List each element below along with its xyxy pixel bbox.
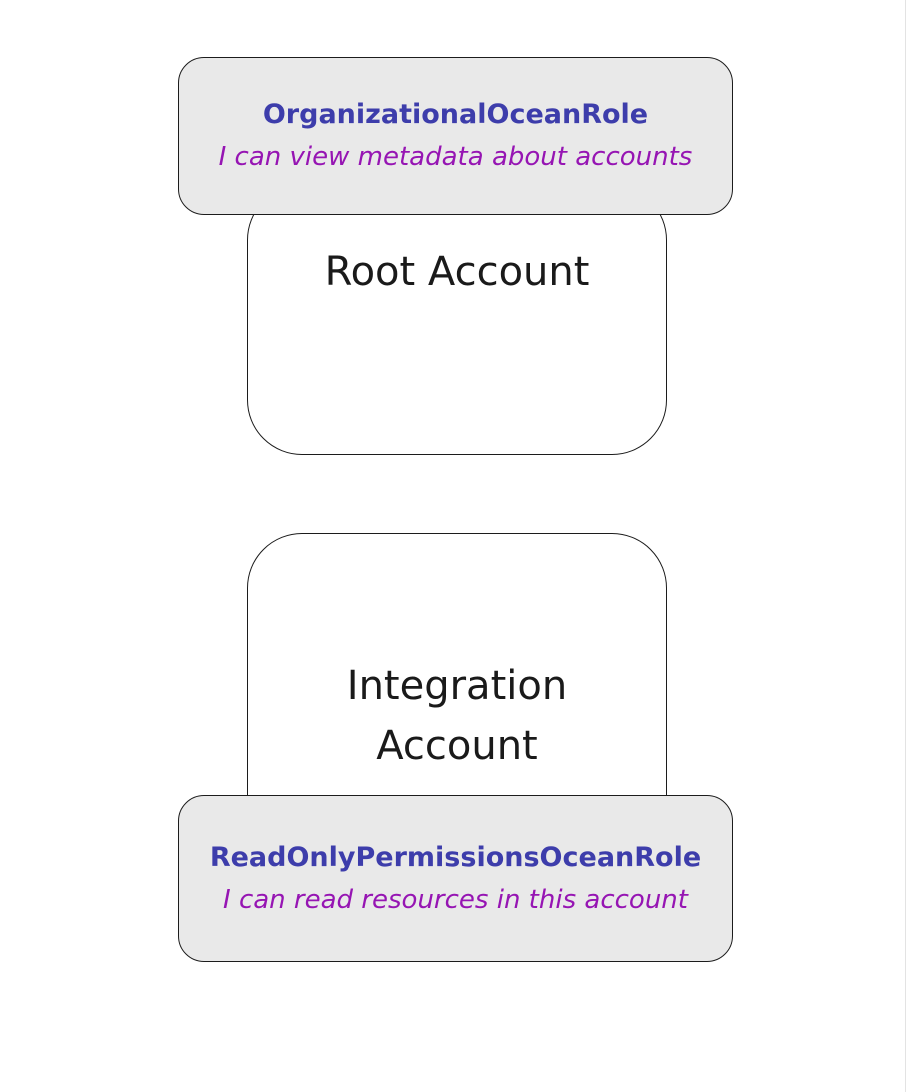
role-title: ReadOnlyPermissionsOceanRole [209,841,702,873]
page-edge-line [905,0,906,1092]
role-title: OrganizationalOceanRole [262,99,649,130]
role-description: I can view metadata about accounts [218,142,693,172]
root-account-label: Root Account [324,249,590,295]
integration-account-label: Integration Account [346,663,568,769]
root-account-node [247,185,667,455]
role-description: I can read resources in this account [223,884,688,915]
readonly-permissions-ocean-role-badge: ReadOnlyPermissionsOceanRole I can read … [178,795,733,962]
organizational-ocean-role-badge: OrganizationalOceanRole I can view metad… [178,57,733,215]
